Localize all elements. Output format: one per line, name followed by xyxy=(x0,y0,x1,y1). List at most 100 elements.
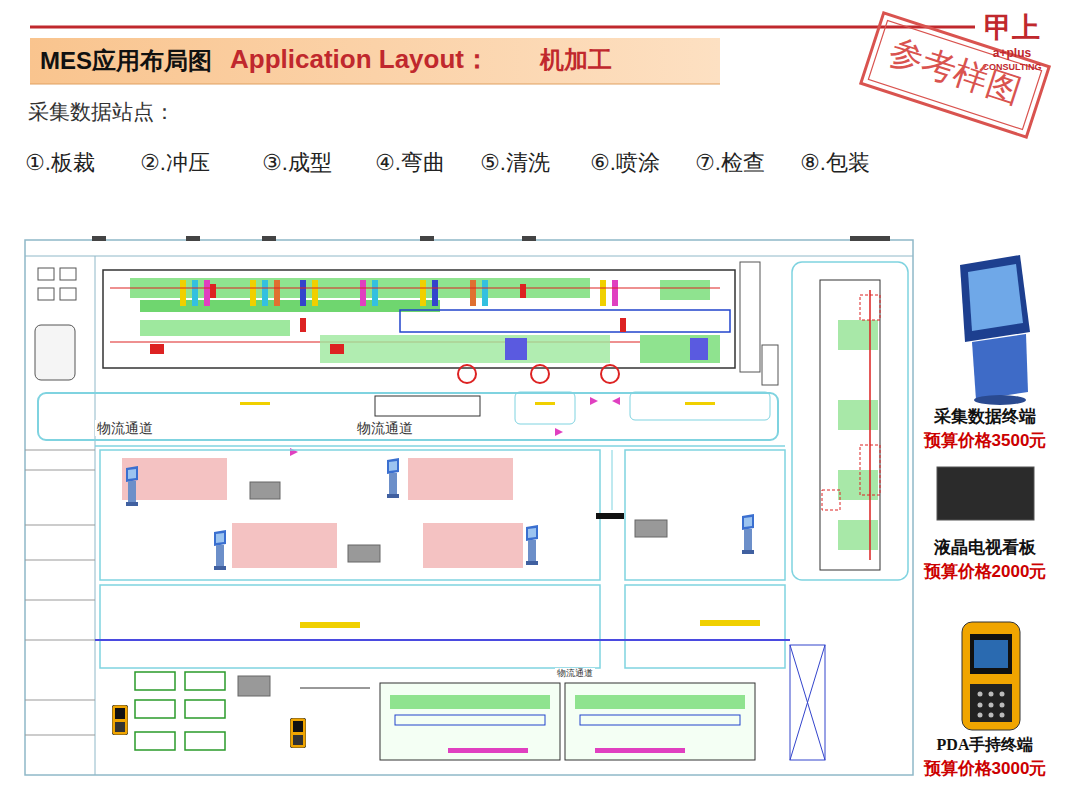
title-part: Application Layout： xyxy=(230,45,490,75)
production-line-part xyxy=(660,280,710,300)
pda-picture-part xyxy=(962,622,1020,730)
production-line-part xyxy=(262,280,268,306)
work-areas-part xyxy=(742,514,754,554)
floor-plan-part xyxy=(25,240,913,775)
production-line-part xyxy=(458,365,476,383)
right-line-part xyxy=(838,400,878,430)
work-areas-part xyxy=(625,450,785,580)
station-name: ②.冲压 xyxy=(140,150,210,175)
title-part: 机加工 xyxy=(540,46,612,74)
right-line xyxy=(762,262,908,580)
production-line-part xyxy=(210,284,216,298)
production-line-part xyxy=(274,280,280,306)
work-areas-part xyxy=(100,450,600,580)
work-areas-part xyxy=(100,585,600,668)
corridor-label: 物流通道 xyxy=(355,420,415,436)
floor-plan-part xyxy=(850,236,890,241)
bottom-area-part xyxy=(112,705,128,735)
left-rooms-part xyxy=(25,450,95,451)
header xyxy=(30,27,975,84)
tv-board-picture-part xyxy=(937,467,1034,520)
left-rooms xyxy=(25,450,95,735)
station-name: ⑥.喷涂 xyxy=(590,150,660,175)
device-price: 预算价格3500元 xyxy=(924,431,1047,451)
left-rooms-part xyxy=(25,700,95,701)
logistics-corridor-part xyxy=(555,428,563,436)
pda-picture xyxy=(962,622,1020,730)
bottom-area-part xyxy=(595,748,685,753)
station-name: ⑧.包装 xyxy=(800,150,870,175)
bottom-area-part xyxy=(185,672,225,690)
pda-picture-part xyxy=(970,634,1012,674)
subheading: 采集数据站点： xyxy=(28,100,175,124)
bottom-area-part xyxy=(565,683,755,760)
production-line-part xyxy=(600,280,606,306)
production-line-part xyxy=(620,318,626,332)
work-areas-part xyxy=(348,545,380,562)
production-line-part xyxy=(110,287,720,288)
production-line-part xyxy=(103,270,735,368)
production-line-part xyxy=(330,344,344,354)
pda-picture-part xyxy=(978,713,983,718)
left-rooms-part xyxy=(25,640,95,641)
floor-plan-part xyxy=(38,288,54,300)
work-areas-part xyxy=(423,523,523,568)
bottom-area-part xyxy=(390,695,550,709)
header-part xyxy=(30,26,975,29)
production-line-part xyxy=(204,280,210,306)
bottom-area-part xyxy=(238,676,270,696)
tv-board-picture xyxy=(937,467,1034,520)
floor-plan-part xyxy=(522,236,536,241)
right-line-part xyxy=(792,262,908,580)
work-areas-part xyxy=(596,513,624,519)
logistics-corridor-part xyxy=(685,402,715,405)
production-line-part xyxy=(140,320,290,336)
floor-plan-part xyxy=(92,236,106,241)
floor-plan-part xyxy=(186,236,200,241)
production-line-part xyxy=(300,280,306,306)
right-line-part xyxy=(860,445,880,495)
right-line-part xyxy=(869,290,871,560)
right-line-part xyxy=(822,490,840,510)
production-line-part xyxy=(400,310,730,332)
work-areas-part xyxy=(95,639,790,641)
pda-picture-part xyxy=(1000,703,1005,708)
bottom-area-part xyxy=(135,700,175,718)
station-name: ④.弯曲 xyxy=(375,150,445,175)
work-areas-part xyxy=(625,585,785,668)
logistics-corridor-part xyxy=(95,445,785,447)
left-rooms-part xyxy=(25,735,95,736)
floor-plan-part xyxy=(95,256,96,775)
logo-text: 甲上 xyxy=(984,12,1040,44)
floor-plan-part xyxy=(38,268,54,280)
work-areas-part xyxy=(250,482,280,499)
work-areas xyxy=(95,450,790,668)
production-line-part xyxy=(300,318,306,332)
floor-plan xyxy=(25,236,913,775)
right-line-part xyxy=(860,295,880,320)
bottom-area-part xyxy=(580,715,740,725)
pda-picture-part xyxy=(989,713,994,718)
work-areas-part xyxy=(387,458,399,498)
pda-picture-part xyxy=(989,703,994,708)
production-line-part xyxy=(312,280,318,306)
pda-picture-part xyxy=(1000,692,1005,697)
production-line-part xyxy=(690,338,708,360)
terminal-picture-part xyxy=(974,395,1026,405)
logistics-corridor-part xyxy=(612,397,620,405)
bottom-area xyxy=(112,645,825,760)
device-price: 预算价格2000元 xyxy=(924,562,1047,582)
right-line-part xyxy=(838,520,878,550)
production-line-part xyxy=(740,262,760,372)
bottom-area-part xyxy=(790,645,825,760)
production-line-part xyxy=(612,280,618,306)
production-line-part xyxy=(482,280,488,306)
header-part xyxy=(30,84,720,85)
work-areas-part xyxy=(612,450,613,510)
logistics-corridor-part xyxy=(535,402,555,405)
station-name: ③.成型 xyxy=(262,150,332,175)
production-line-part xyxy=(520,284,526,298)
bottom-area-part xyxy=(300,688,370,689)
right-line-part xyxy=(762,345,778,385)
logistics-corridor-part xyxy=(38,393,778,440)
